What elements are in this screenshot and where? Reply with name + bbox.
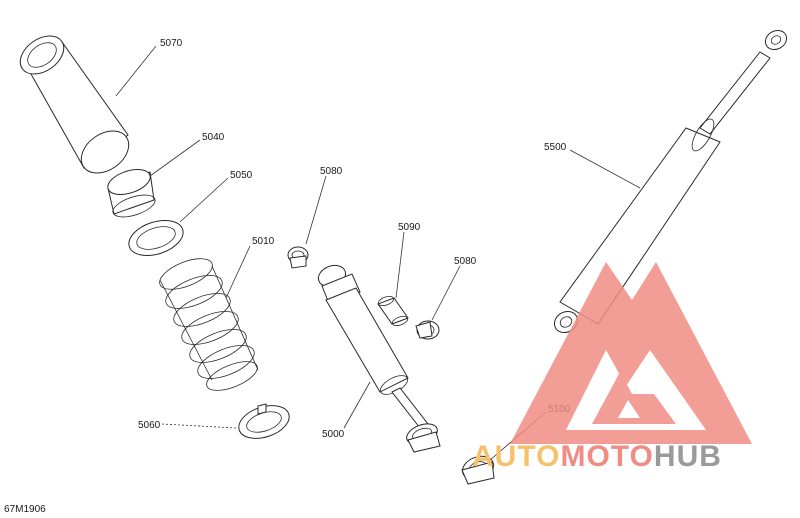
leader-lines [115,45,641,461]
watermark-word-auto: AUTO [472,440,560,473]
callout-5060: 5060 [138,420,161,431]
watermark-word-moto: MOTO [560,440,653,473]
callout-5040: 5040 [202,132,225,143]
part-5010-coil-spring [159,258,259,391]
callout-5090: 5090 [398,222,421,233]
part-5090-spacer [377,295,409,327]
part-5080-bushing-left [287,246,309,269]
part-5040-spring-seat [107,169,156,218]
part-5000-shock-absorber [317,264,441,453]
callout-5000: 5000 [322,429,345,440]
callout-5080-left: 5080 [320,166,343,177]
part-5080-bushing-right [415,320,440,340]
callout-5070: 5070 [160,38,183,49]
part-5060-split-ring [238,403,290,439]
part-5050-washer [128,219,184,257]
callout-5080-right: 5080 [454,256,477,267]
part-5070-cover [19,35,130,174]
figure-code: 67M1906 [4,504,46,515]
watermark-wordmark: AUTOMOTOHUB [472,440,722,473]
watermark-word-hub: HUB [654,440,722,473]
callout-5500: 5500 [544,142,567,153]
part-5100-bushing [461,455,495,485]
callout-5010: 5010 [252,236,275,247]
triangle-logo-icon [510,262,752,444]
callout-labels: 5070 5040 5050 5010 5060 5080 5090 5080 … [138,38,571,440]
callout-5050: 5050 [230,170,253,181]
